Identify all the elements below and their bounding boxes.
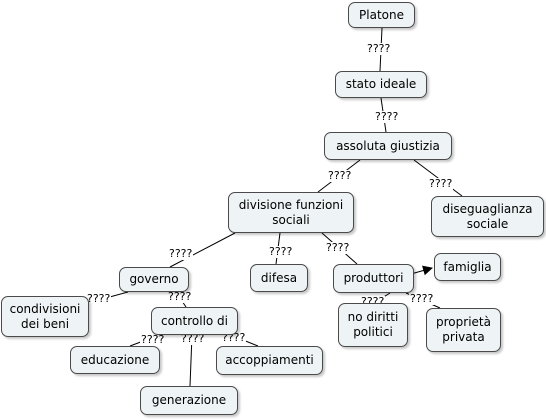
node-accoppiamenti[interactable]: accoppiamenti xyxy=(216,346,323,375)
link-label-divisione-difesa: ???? xyxy=(268,245,294,258)
node-stato-ideale[interactable]: stato ideale xyxy=(335,71,427,98)
node-diseguaglianza-sociale[interactable]: diseguaglianza sociale xyxy=(431,196,544,237)
node-controllo-di[interactable]: controllo di xyxy=(151,307,238,335)
link-label-stato-assoluta: ???? xyxy=(374,110,400,123)
node-difesa[interactable]: difesa xyxy=(250,264,308,292)
link-label-platone-stato: ???? xyxy=(366,42,392,55)
node-no-diritti-politici[interactable]: no diritti politici xyxy=(338,303,408,347)
node-platone[interactable]: Platone xyxy=(348,2,415,28)
link-label-governo-condivisioni: ???? xyxy=(86,292,112,305)
node-condivisioni-dei-beni[interactable]: condivisioni dei beni xyxy=(1,296,89,337)
node-governo[interactable]: governo xyxy=(119,267,189,292)
link-label-assoluta-divisione: ???? xyxy=(327,169,353,182)
link-label-divisione-produttori: ???? xyxy=(325,241,351,254)
node-educazione[interactable]: educazione xyxy=(70,346,160,374)
node-assoluta-giustizia[interactable]: assoluta giustizia xyxy=(324,132,452,160)
node-famiglia[interactable]: famiglia xyxy=(434,253,501,281)
link-label-controllo-generazione: ???? xyxy=(180,332,206,345)
node-generazione[interactable]: generazione xyxy=(140,386,238,415)
link-label-controllo-educazione: ???? xyxy=(140,333,166,346)
link-label-produttori-proprieta: ???? xyxy=(409,292,435,305)
link-label-assoluta-diseguaglianza: ???? xyxy=(428,177,454,190)
link-label-governo-controllo: ???? xyxy=(167,290,193,303)
link-label-divisione-governo: ???? xyxy=(168,247,194,260)
link-produttori-famiglia xyxy=(410,265,433,276)
link-divisione-governo xyxy=(169,232,236,268)
node-proprieta-privata[interactable]: proprietà privata xyxy=(426,308,501,352)
node-produttori[interactable]: produttori xyxy=(333,264,414,293)
node-divisione-funzioni-sociali[interactable]: divisione funzioni sociali xyxy=(228,192,354,233)
